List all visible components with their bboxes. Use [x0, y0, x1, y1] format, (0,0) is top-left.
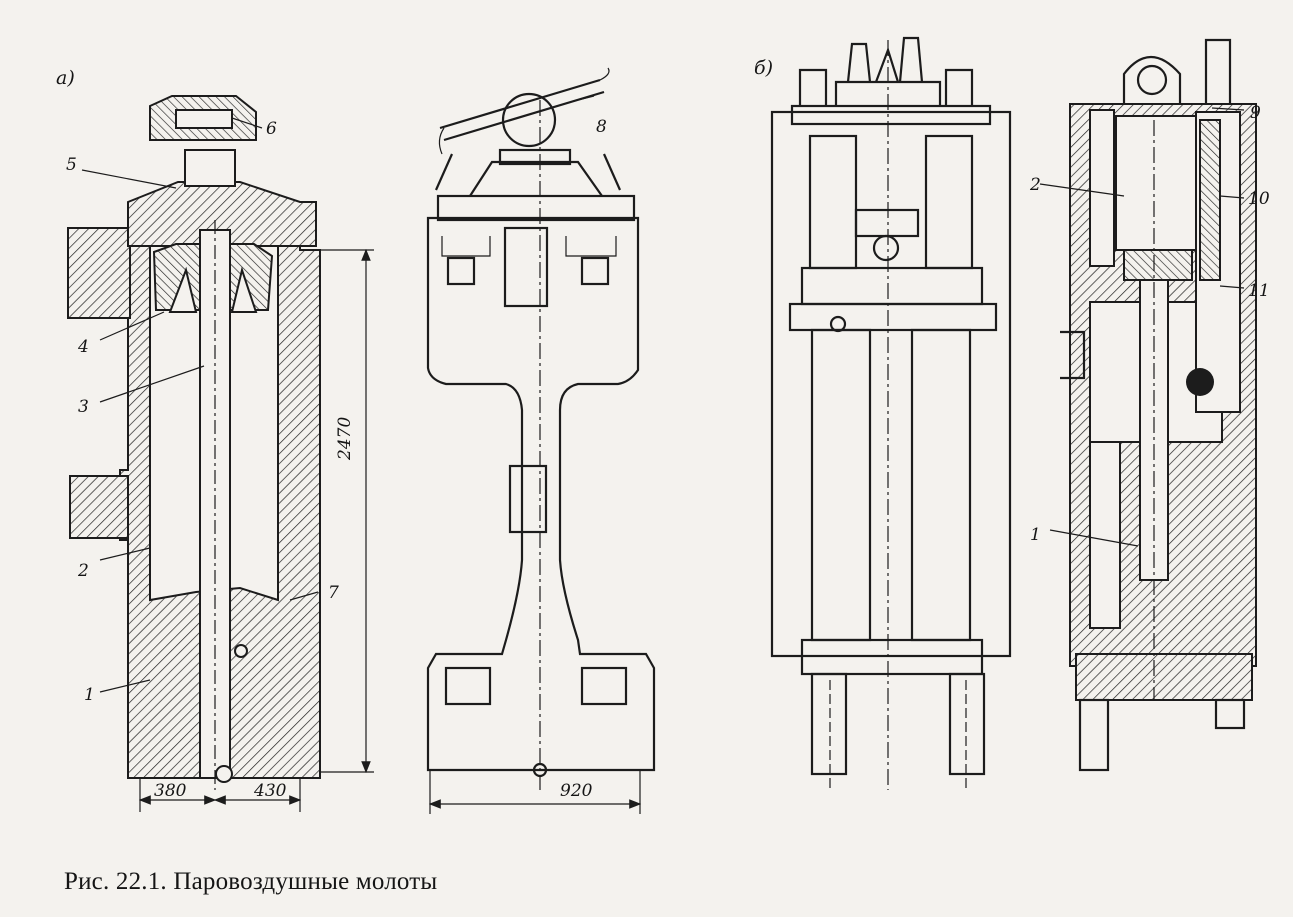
- part-label-5: 5: [66, 155, 77, 175]
- dimension-left-width: 380: [154, 781, 187, 801]
- hammer-a-front: [426, 67, 656, 814]
- part-label-1: 1: [84, 685, 95, 705]
- labels: а) б) 5 6 4 3 2 7 1 8 2 1 9 10 11 2470 3…: [56, 57, 1270, 801]
- dimension-base-width: 920: [560, 781, 593, 801]
- dimension-height: 2470: [335, 417, 355, 461]
- dimension-right-width: 430: [253, 781, 287, 801]
- part-label-2: 2: [77, 561, 89, 581]
- part-label-b2: 2: [1029, 175, 1041, 195]
- figure-caption: Рис. 22.1. Паровоздушные молоты: [64, 868, 438, 895]
- technical-drawing: а) б) 5 6 4 3 2 7 1 8 2 1 9 10 11 2470 3…: [56, 36, 1270, 814]
- panel-b-label: б): [754, 57, 773, 79]
- part-label-10: 10: [1248, 189, 1270, 209]
- part-label-8: 8: [596, 117, 607, 137]
- part-label-9: 9: [1250, 103, 1261, 123]
- hammer-b-section: [1039, 38, 1257, 772]
- hammer-b-front: [770, 36, 1012, 790]
- part-label-6: 6: [266, 119, 277, 139]
- part-label-7: 7: [328, 583, 339, 603]
- hammer-a-section: [67, 95, 374, 812]
- part-label-11: 11: [1248, 281, 1270, 301]
- panel-a-label: а): [56, 67, 75, 89]
- part-label-3: 3: [78, 397, 89, 417]
- part-label-b1: 1: [1030, 525, 1041, 545]
- part-label-4: 4: [77, 337, 89, 357]
